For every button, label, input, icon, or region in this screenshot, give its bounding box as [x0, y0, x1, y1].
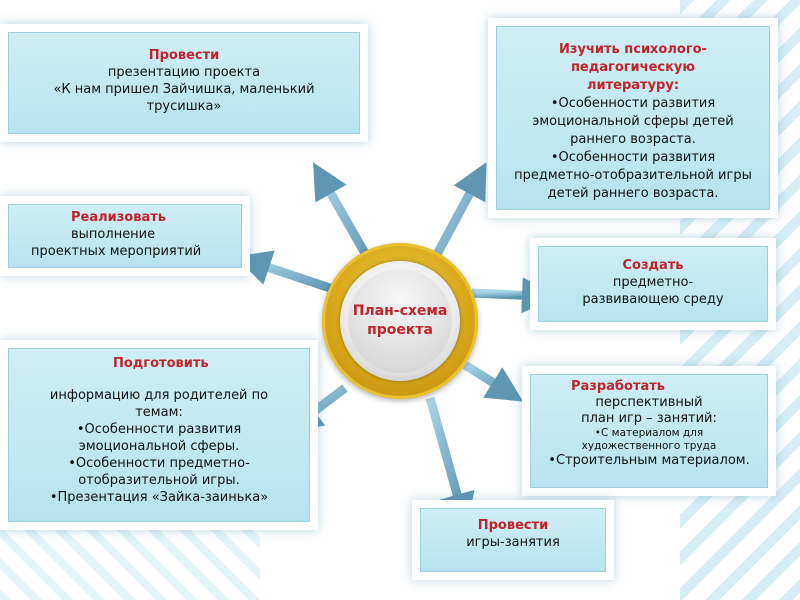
box-conduct-title: Провести [477, 518, 549, 533]
box-prepare-line: •Особенности предметно-отобразительной и… [68, 456, 250, 488]
box-develop-title: Разработать [571, 379, 666, 394]
box-present-title: Провести [148, 48, 220, 63]
box-prepare-line: •Особенности развития эмоциональной сфер… [76, 422, 242, 454]
box-study: Изучить психолого-педагогическую литерат… [488, 18, 778, 218]
arrow-to-create [471, 277, 558, 314]
center-hub-label: План-схема проекта [348, 269, 452, 373]
center-hub-ring: План-схема проекта [340, 261, 460, 381]
box-implement-line: проектных мероприятий [31, 244, 202, 259]
box-develop-small-line: •С материалом для художественного труда [581, 427, 717, 452]
center-title-line1: План-схема [352, 303, 448, 319]
box-study-line: •Особенности развития эмоциональной сфер… [532, 96, 734, 147]
box-create: Создать предметно-развивающею среду [530, 238, 776, 330]
box-present-line: «К нам пришел Зайчишка, маленький трусиш… [53, 82, 315, 114]
box-conduct-line: игры-занятия [466, 535, 560, 550]
box-implement: Реализовать выполнение проектных меропри… [0, 196, 250, 276]
box-present-line: презентацию проекта [107, 65, 261, 80]
arrow-to-implement [234, 250, 332, 293]
box-implement-title: Реализовать [71, 210, 166, 225]
box-study-title: Изучить психолого-педагогическую литерат… [559, 42, 707, 93]
box-implement-line: выполнение [71, 227, 156, 242]
arrow-to-conduct [425, 396, 475, 530]
box-develop-line: план игр – занятий: [581, 411, 717, 426]
box-develop-line: •Строительным материалом. [548, 453, 750, 468]
box-create-title: Создать [622, 258, 684, 273]
box-prepare-line: информацию для родителей по темам: [49, 388, 269, 420]
arrow-to-study [431, 162, 487, 261]
box-develop-line: перспективный [595, 395, 703, 410]
center-hub: План-схема проекта [322, 243, 478, 399]
box-study-line: •Особенности развития предметно-отобрази… [514, 150, 752, 201]
box-prepare: Подготовить информацию для родителей по … [0, 340, 318, 530]
box-create-line: предметно-развивающею среду [582, 275, 724, 307]
box-prepare-title: Подготовить [113, 356, 209, 371]
arrow-to-present [313, 162, 374, 265]
box-present: Провести презентацию проекта «К нам приш… [0, 24, 368, 142]
box-conduct: Провести игры-занятия [412, 500, 614, 580]
box-prepare-line: •Презентация «Зайка-заинька» [49, 490, 269, 505]
box-develop: Разработать перспективный план игр – зан… [522, 366, 776, 496]
arrow-to-develop [462, 361, 524, 402]
center-title-line2: проекта [367, 322, 433, 338]
